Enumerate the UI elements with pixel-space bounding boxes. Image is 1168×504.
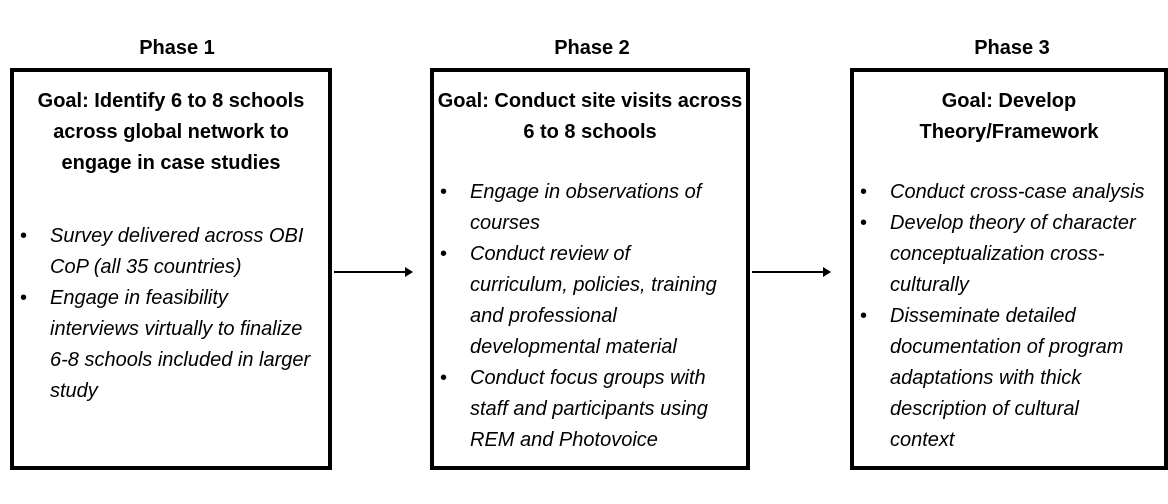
phase-2-goal: Goal: Conduct site visits across 6 to 8 … xyxy=(434,86,746,148)
goal-line: Theory/Framework xyxy=(919,121,1099,143)
bullet-line: Conduct review of xyxy=(470,243,631,265)
bullet-item: Disseminate detailed documentation of pr… xyxy=(854,301,1164,456)
bullet-line: context xyxy=(890,429,955,451)
phase-3-title: Phase 3 xyxy=(974,37,1050,59)
phase-2-title: Phase 2 xyxy=(554,37,630,59)
phase-1-box: Goal: Identify 6 to 8 schools across glo… xyxy=(10,68,332,470)
bullet-line: interviews virtually to finalize xyxy=(50,318,303,340)
bullet-item: Engage in feasibility interviews virtual… xyxy=(14,283,328,407)
bullet-item: Conduct focus groups with staff and part… xyxy=(434,363,746,456)
bullet-item: Engage in observations of courses xyxy=(434,177,746,239)
phase-1-bullet-list: Survey delivered across OBI CoP (all 35 … xyxy=(14,221,328,407)
phase-2-box: Goal: Conduct site visits across 6 to 8 … xyxy=(430,68,750,470)
bullet-line: description of cultural xyxy=(890,398,1079,420)
bullet-line: and professional xyxy=(470,305,617,327)
bullet-line: courses xyxy=(470,212,541,234)
goal-line: Goal: Develop xyxy=(941,90,1077,112)
bullet-line: Survey delivered across OBI xyxy=(50,225,304,247)
phase-3-goal: Goal: Develop Theory/Framework xyxy=(854,86,1164,148)
phase-3-box: Goal: Develop Theory/Framework Conduct c… xyxy=(850,68,1168,470)
bullet-line: Engage in feasibility xyxy=(50,287,228,309)
bullet-line: Engage in observations of xyxy=(470,181,702,203)
bullet-line: 6-8 schools included in larger xyxy=(50,349,311,371)
bullet-line: Develop theory of character xyxy=(890,212,1136,234)
bullet-line: Conduct cross-case analysis xyxy=(890,181,1145,203)
arrow-phase-2-to-3 xyxy=(752,267,831,277)
bullet-line: Conduct focus groups with xyxy=(470,367,706,389)
goal-line: across global network to xyxy=(53,121,289,143)
bullet-line: Disseminate detailed xyxy=(890,305,1076,327)
bullet-item: Survey delivered across OBI CoP (all 35 … xyxy=(14,221,328,283)
goal-line: Goal: Identify 6 to 8 schools xyxy=(37,90,305,112)
phase-3-bullet-list: Conduct cross-case analysis Develop theo… xyxy=(854,177,1164,456)
bullet-line: curriculum, policies, training xyxy=(470,274,717,296)
bullet-line: conceptualization cross- xyxy=(890,243,1105,265)
bullet-item: Conduct cross-case analysis xyxy=(854,177,1164,208)
bullet-line: documentation of program xyxy=(890,336,1124,358)
bullet-line: CoP (all 35 countries) xyxy=(50,256,242,278)
bullet-item: Develop theory of character conceptualiz… xyxy=(854,208,1164,301)
bullet-line: culturally xyxy=(890,274,969,296)
goal-line: 6 to 8 schools xyxy=(523,121,657,143)
phase-2-bullet-list: Engage in observations of courses Conduc… xyxy=(434,177,746,456)
goal-line: engage in case studies xyxy=(61,152,281,174)
bullet-line: staff and participants using xyxy=(470,398,708,420)
phase-1-title: Phase 1 xyxy=(139,37,215,59)
phase-1-goal: Goal: Identify 6 to 8 schools across glo… xyxy=(14,86,328,179)
bullet-line: REM and Photovoice xyxy=(470,429,658,451)
bullet-line: study xyxy=(50,380,98,402)
goal-line: Goal: Conduct site visits across xyxy=(437,90,743,112)
arrow-phase-1-to-2 xyxy=(334,267,413,277)
bullet-line: developmental material xyxy=(470,336,677,358)
bullet-line: adaptations with thick xyxy=(890,367,1082,389)
bullet-item: Conduct review of curriculum, policies, … xyxy=(434,239,746,363)
